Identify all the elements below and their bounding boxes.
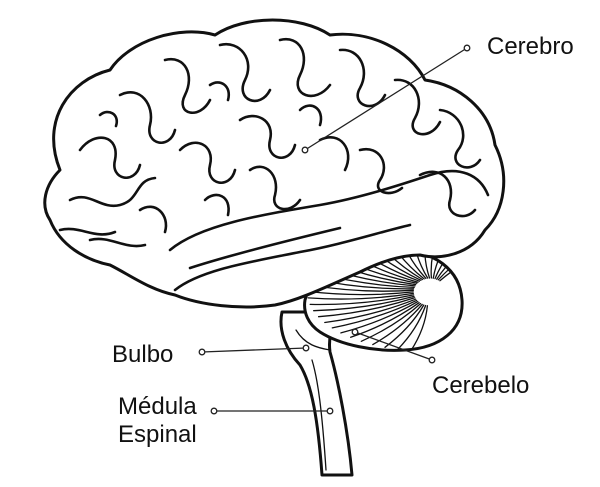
cerebellum-folium [313, 295, 415, 312]
label-cerebelo: Cerebelo [432, 372, 529, 399]
cerebellum-folium [410, 305, 429, 351]
cerebellum-folium [340, 300, 419, 334]
cerebellum-folium [306, 290, 414, 296]
leader-medula [210, 407, 334, 415]
spinal-cord [279, 310, 354, 477]
cerebellum-folium [331, 299, 418, 329]
cerebellum-folium [360, 302, 422, 342]
label-medula-line2: Espinal [118, 421, 197, 448]
label-medula-line1: Médula [118, 393, 197, 420]
cerebellum-folium [386, 250, 425, 280]
cerebellum-folium [350, 302, 420, 338]
cerebellum-folium [324, 298, 417, 324]
cerebellum-folium [397, 304, 427, 351]
leader-bulbo [198, 344, 310, 356]
label-bulbo: Bulbo [112, 341, 173, 368]
cerebellum-folium [374, 250, 424, 281]
cerebrum [43, 18, 506, 309]
cerebellum-folium [439, 250, 463, 282]
cerebellum-folium [317, 297, 416, 318]
leader-cerebro [301, 44, 471, 154]
label-cerebro: Cerebro [487, 33, 574, 60]
cerebellum-folium [372, 303, 423, 346]
cerebellum-folium [307, 292, 414, 300]
cerebellum-folium [362, 250, 422, 281]
leader-cerebelo [351, 328, 436, 364]
cerebellum-folium [309, 294, 415, 306]
cerebellum-folium [351, 250, 421, 282]
